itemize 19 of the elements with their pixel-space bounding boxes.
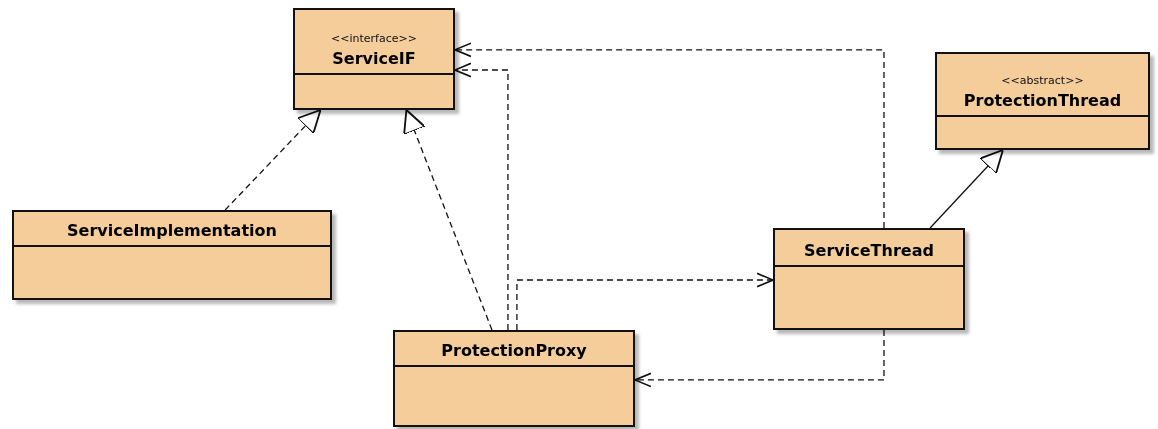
class-box — [12, 210, 332, 300]
realization-arrow — [403, 109, 493, 331]
class-box — [293, 8, 455, 110]
dependency-arrow — [454, 62, 509, 331]
dependency-arrow — [454, 42, 885, 229]
class-box — [393, 330, 635, 427]
class-name: ServiceImplementation — [67, 221, 277, 240]
stereotype-label: <<abstract>> — [1001, 74, 1084, 87]
class-name: ProtectionThread — [963, 91, 1122, 110]
generalization-arrow — [929, 149, 1004, 229]
realization-arrow — [224, 109, 322, 211]
class-box — [935, 52, 1150, 150]
class-box — [773, 228, 965, 330]
class-name: ServiceIF — [332, 49, 416, 68]
dependency-arrow — [634, 329, 885, 388]
class-name: ProtectionProxy — [441, 341, 587, 360]
stereotype-label: <<interface>> — [331, 32, 417, 45]
class-name: ServiceThread — [804, 241, 934, 260]
dependency-arrow — [516, 272, 774, 331]
